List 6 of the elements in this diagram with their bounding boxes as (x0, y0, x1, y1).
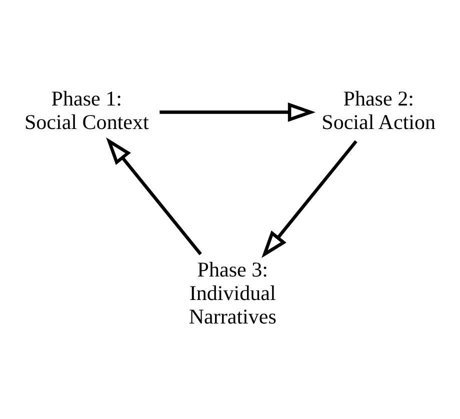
arrow (262, 140, 358, 258)
node-text: Phase 3: Individual Narratives (188, 257, 276, 329)
arrow (160, 102, 316, 122)
node-text: Phase 1: Social Context (24, 86, 149, 134)
node-text: Phase 2: Social Action (322, 86, 436, 134)
arrow (106, 137, 202, 256)
